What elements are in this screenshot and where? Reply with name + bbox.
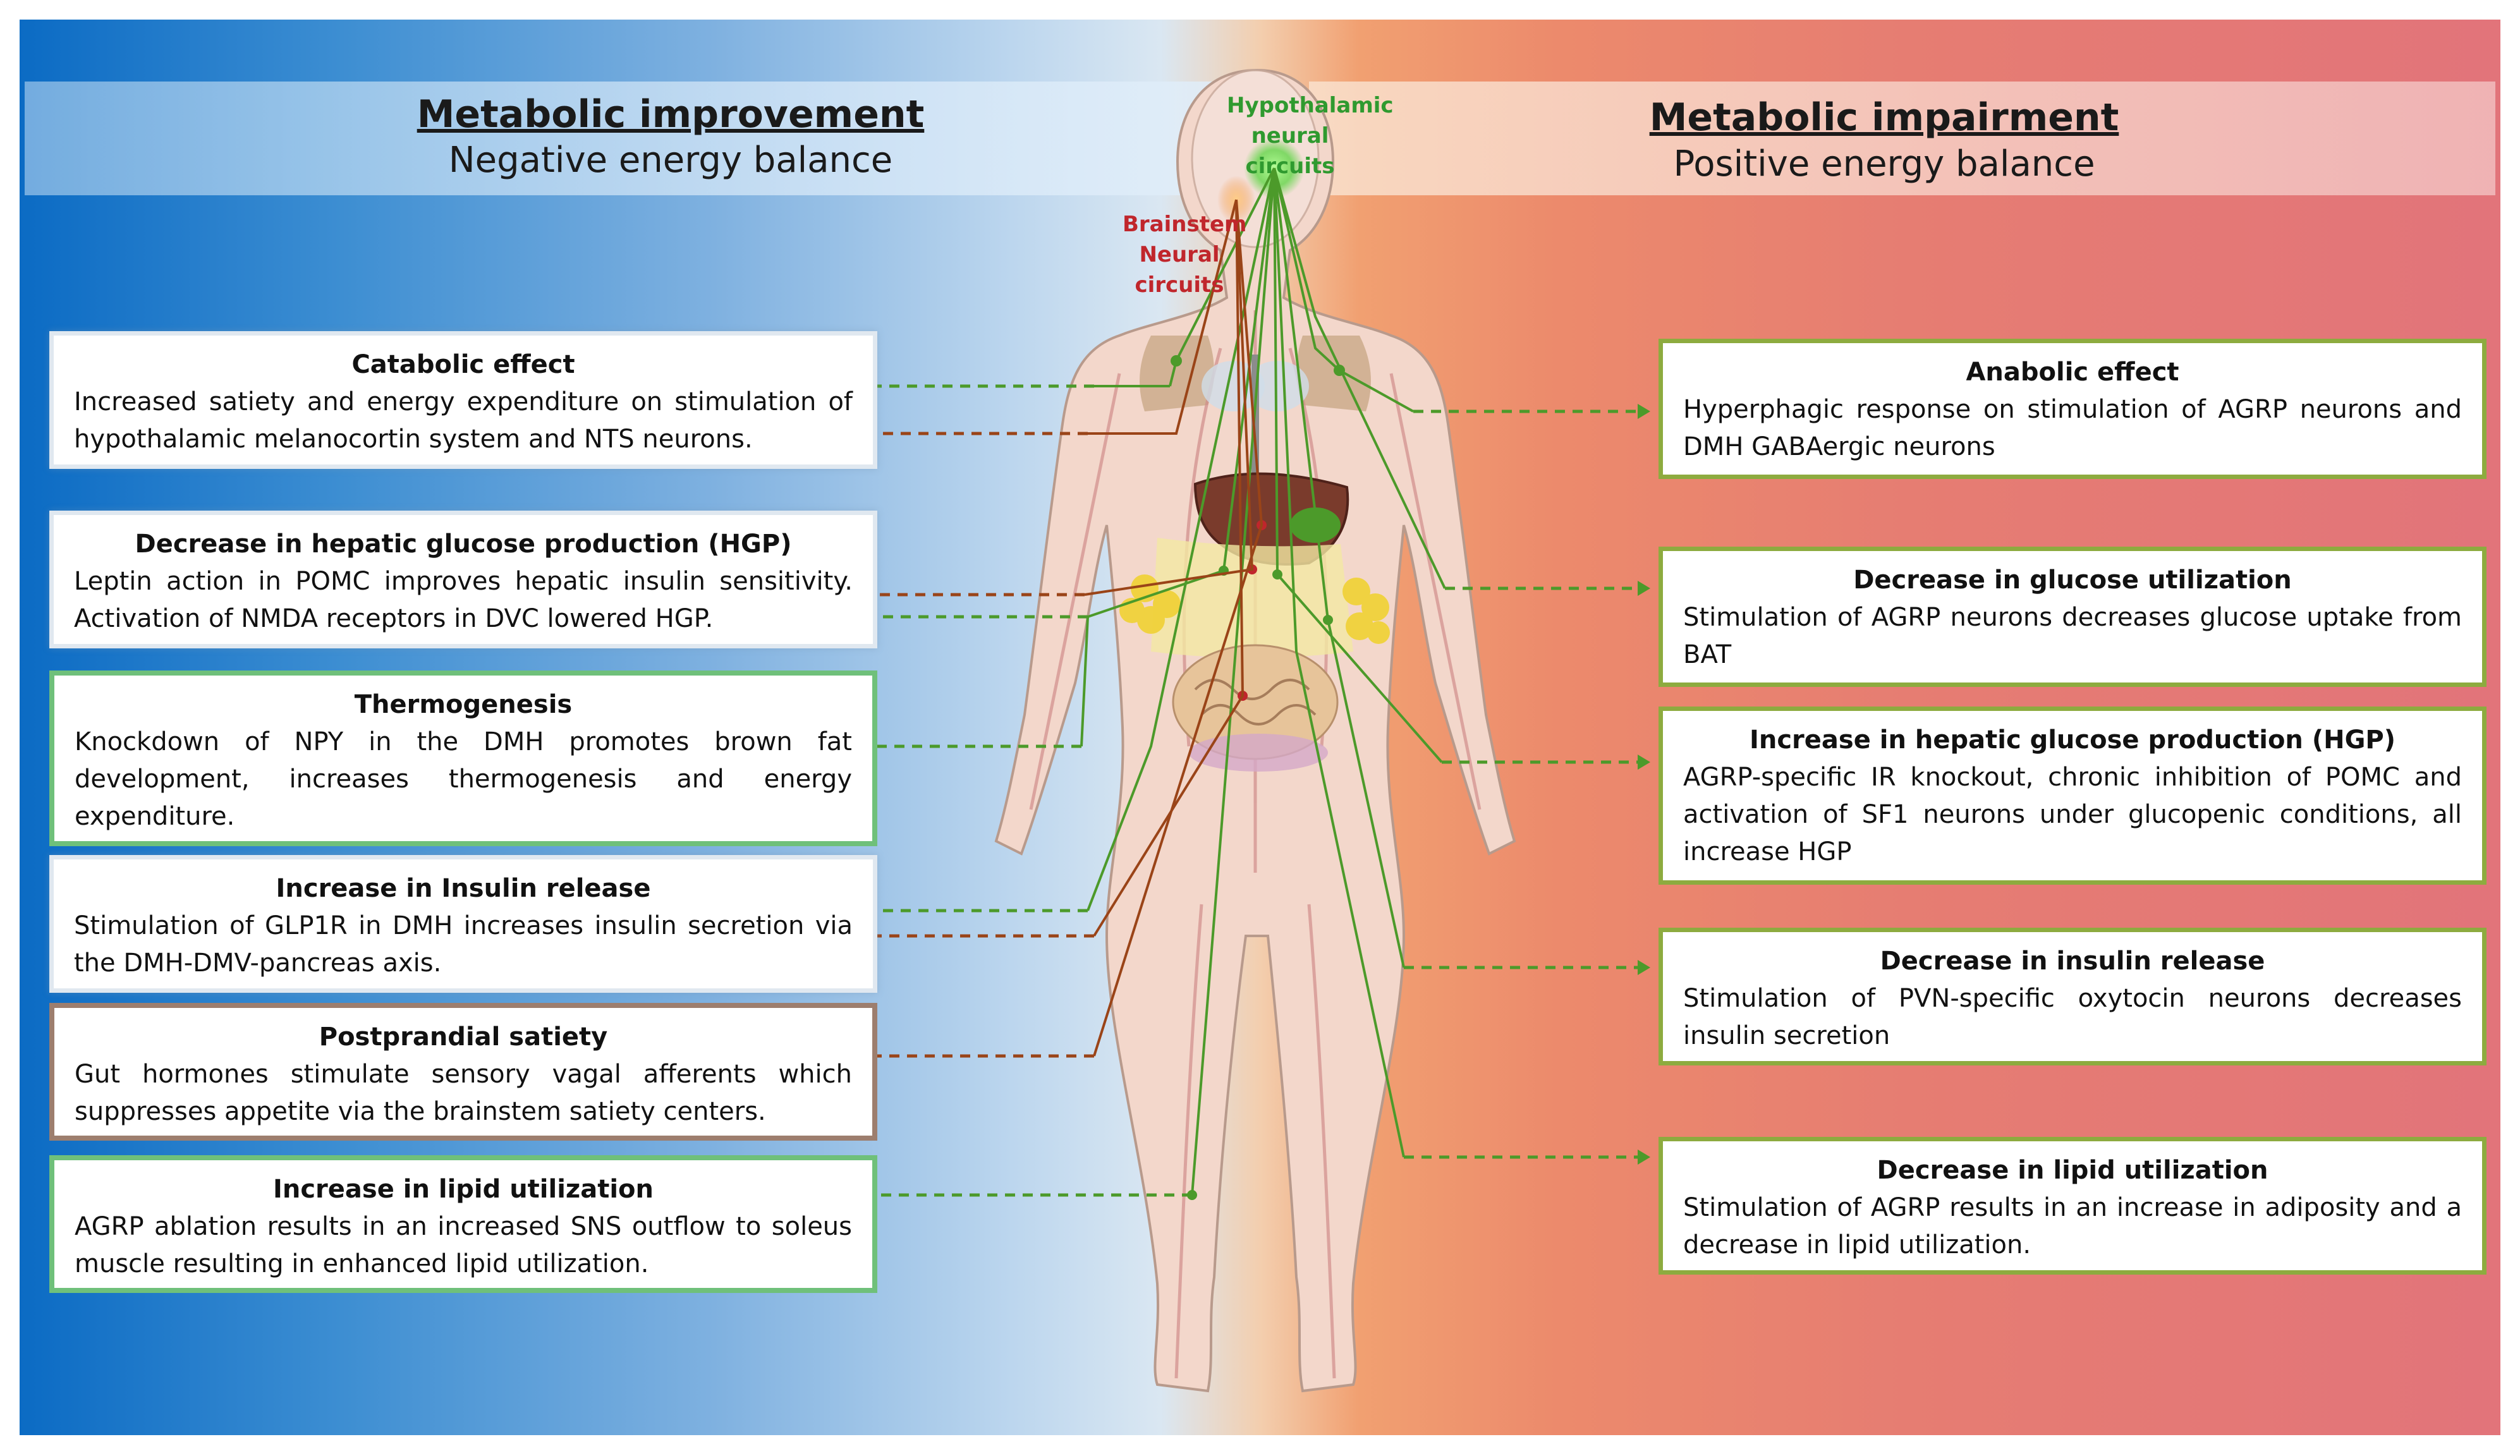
- box-title: Anabolic effect: [1966, 358, 2179, 387]
- arrows-to-left-boxes: [873, 384, 1192, 1197]
- box-body: AGRP-specific IR knockout, chronic inhib…: [1683, 763, 2462, 866]
- body-illustration: [860, 68, 1650, 1393]
- brainstem-circuits-label: Brainstem Neural circuits: [1123, 212, 1247, 298]
- human-body-figure: [994, 68, 1516, 1393]
- anabolic-effect-box: Anabolic effect Hyperphagic response on …: [1659, 339, 2487, 479]
- decrease-hgp-box: Decrease in hepatic glucose production (…: [49, 511, 877, 648]
- right-header-subtitle: Positive energy balance: [1673, 143, 2095, 185]
- increase-insulin-release-box: Increase in Insulin release Stimulation …: [49, 855, 877, 993]
- box-title: Decrease in hepatic glucose production (…: [135, 530, 792, 559]
- box-body: Hyperphagic response on stimulation of A…: [1683, 395, 2462, 461]
- box-body: Stimulation of AGRP results in an increa…: [1683, 1193, 2462, 1259]
- box-body: Stimulation of AGRP neurons decreases gl…: [1683, 603, 2462, 669]
- box-title: Decrease in lipid utilization: [1877, 1156, 2268, 1185]
- box-title: Postprandial satiety: [319, 1022, 608, 1052]
- brainstem-pathways: [1084, 199, 1263, 1057]
- left-header-subtitle: Negative energy balance: [448, 140, 893, 181]
- box-title: Decrease in insulin release: [1880, 947, 2265, 976]
- hypothalamic-circuits-label: Hypothalamic neural circuits: [1227, 93, 1394, 179]
- increase-hgp-box: Increase in hepatic glucose production (…: [1659, 707, 2487, 885]
- box-title: Increase in lipid utilization: [272, 1175, 654, 1204]
- box-body: Stimulation of PVN-specific oxytocin neu…: [1683, 984, 2462, 1050]
- arrows-to-right-boxes: [1404, 410, 1638, 1159]
- header-banner-left: [25, 82, 1270, 195]
- hypothalamic-pathways: [1080, 167, 1446, 1196]
- box-title: Catabolic effect: [351, 350, 575, 379]
- decrease-glucose-utilization-box: Decrease in glucose utilization Stimulat…: [1659, 547, 2487, 687]
- catabolic-effect-box: Catabolic effect Increased satiety and e…: [49, 331, 877, 469]
- right-header-title: Metabolic impairment: [1649, 95, 2119, 140]
- box-body: Knockdown of NPY in the DMH promotes bro…: [75, 727, 852, 831]
- header-banner-right: [1309, 82, 2495, 195]
- box-title: Increase in Insulin release: [276, 874, 651, 903]
- box-body: AGRP ablation results in an increased SN…: [75, 1212, 852, 1278]
- postprandial-satiety-box: Postprandial satiety Gut hormones stimul…: [49, 1003, 877, 1141]
- decrease-insulin-release-box: Decrease in insulin release Stimulation …: [1659, 928, 2487, 1065]
- left-header-title: Metabolic improvement: [417, 92, 925, 136]
- thermogenesis-box: Thermogenesis Knockdown of NPY in the DM…: [49, 670, 877, 846]
- box-title: Increase in hepatic glucose production (…: [1749, 725, 2396, 755]
- box-title: Thermogenesis: [354, 690, 573, 719]
- box-body: Leptin action in POMC improves hepatic i…: [74, 567, 853, 633]
- arrowheads-right: [1638, 404, 1650, 1165]
- box-body: Increased satiety and energy expenditure…: [74, 387, 853, 454]
- decrease-lipid-utilization-box: Decrease in lipid utilization Stimulatio…: [1659, 1137, 2487, 1275]
- box-body: Stimulation of GLP1R in DMH increases in…: [74, 911, 853, 978]
- box-title: Decrease in glucose utilization: [1853, 566, 2292, 595]
- box-body: Gut hormones stimulate sensory vagal aff…: [75, 1060, 852, 1126]
- figure-background: Metabolic improvement Negative energy ba…: [20, 20, 2500, 1435]
- increase-lipid-utilization-box: Increase in lipid utilization AGRP ablat…: [49, 1155, 877, 1293]
